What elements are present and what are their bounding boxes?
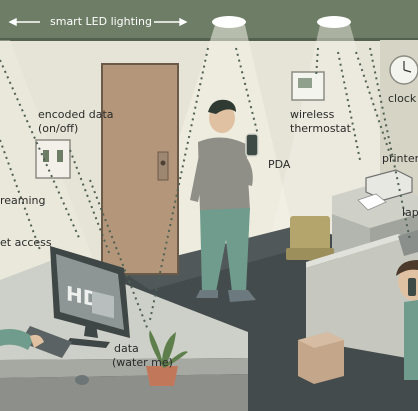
- person-hair: [208, 99, 236, 114]
- monitor-stand: [84, 322, 98, 338]
- seated-person-arm: [0, 329, 34, 350]
- clock-hand-2: [403, 69, 412, 73]
- title-arrows: [8, 17, 188, 27]
- door-handle-plate: [157, 151, 169, 181]
- label-thermostat: wireless: [290, 108, 335, 121]
- person-pants: [200, 208, 250, 292]
- computer-mouse: [75, 375, 89, 385]
- label-clock: clock: [388, 92, 417, 105]
- ceiling-light-1: [212, 16, 246, 28]
- front-desk-edge: [0, 358, 248, 378]
- label-thermostat-sub: thermostat: [290, 122, 351, 135]
- label-internet-access: et access: [0, 236, 52, 249]
- plant-leaves: [149, 330, 188, 368]
- light-cone-left: [0, 40, 120, 330]
- person-arm-left: [190, 150, 206, 202]
- switch-toggle-1: [43, 150, 49, 162]
- switch-toggle-2: [57, 150, 63, 162]
- monitor-base: [66, 338, 110, 348]
- pda-device: [245, 133, 259, 157]
- floor-box-top: [298, 332, 344, 348]
- person-arm-right: [234, 150, 253, 186]
- door-handle: [160, 160, 166, 166]
- laptop: [398, 230, 418, 256]
- scene-title: smart LED lighting: [50, 15, 152, 28]
- printer: [365, 169, 413, 201]
- label-streaming: reaming: [0, 194, 46, 207]
- ceiling-light-2: [317, 16, 351, 28]
- office-chair-back: [290, 216, 330, 250]
- plant-pot: [146, 366, 178, 386]
- front-desk-panel: [0, 374, 248, 411]
- office-chair-seat: [286, 248, 334, 260]
- ceiling-edge: [0, 38, 418, 41]
- light-switch: [35, 139, 71, 179]
- label-laptop: lap: [402, 206, 418, 219]
- person-shoe-right: [228, 290, 256, 302]
- thermostat-screen: [298, 78, 312, 88]
- person-shirt: [198, 137, 250, 212]
- label-encoded-data-sub: (on/off): [38, 122, 79, 135]
- label-encoded-data: encoded data: [38, 108, 114, 121]
- label-data-sub: (water me): [112, 356, 173, 369]
- right-person-hair: [396, 260, 418, 276]
- person-shoe-left: [196, 290, 218, 298]
- keyboard: [20, 326, 72, 358]
- right-person-phone: [408, 278, 416, 296]
- printer-paper: [357, 193, 387, 211]
- data-signal-lines: [0, 47, 411, 331]
- label-data: data: [114, 342, 139, 355]
- label-printer: printer: [382, 152, 418, 165]
- label-pda: PDA: [268, 158, 291, 171]
- seated-person-hand: [30, 334, 44, 348]
- right-person-body: [404, 300, 418, 380]
- monitor-panel: [92, 290, 114, 319]
- cubicle-partition: [306, 240, 418, 360]
